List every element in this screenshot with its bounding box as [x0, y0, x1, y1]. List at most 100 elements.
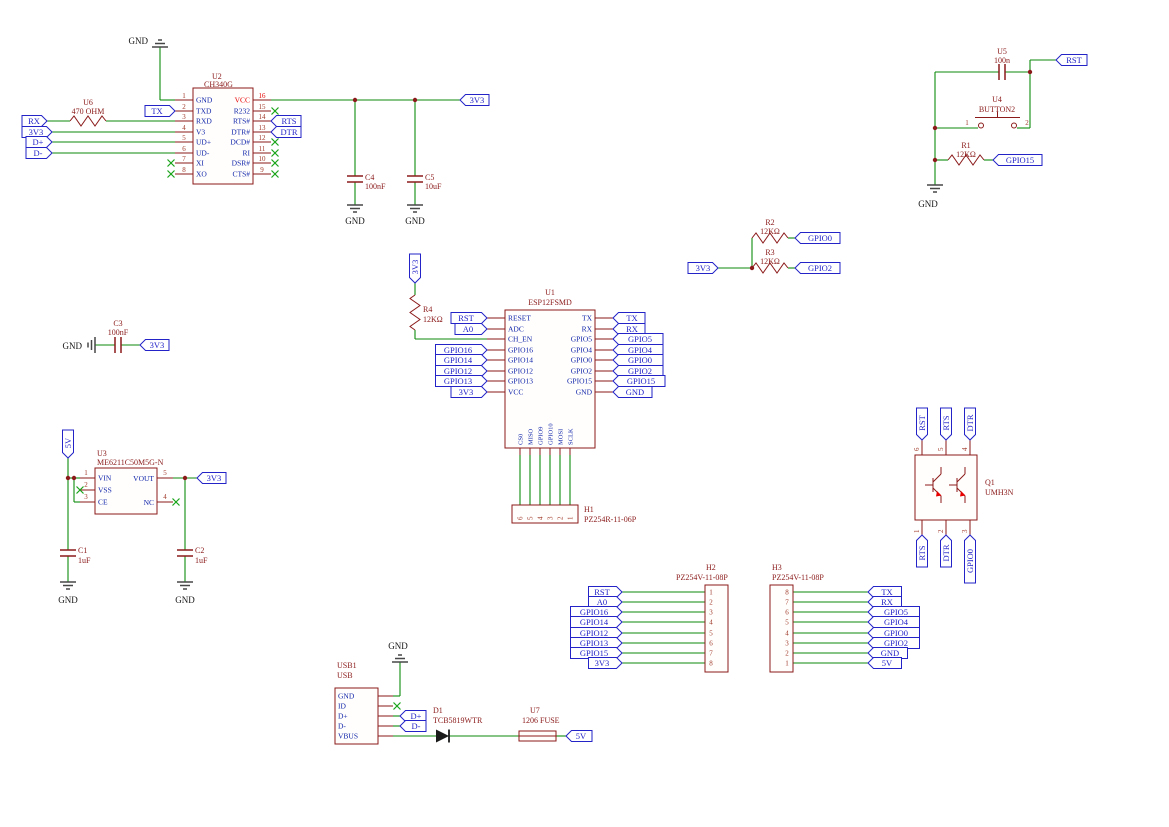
net-flag[interactable] [450, 386, 488, 398]
fuse-symbol-u7[interactable] [518, 730, 557, 742]
net-flag[interactable] [794, 232, 841, 244]
net-flag[interactable] [588, 657, 623, 669]
net-flag[interactable] [867, 637, 920, 649]
net-flag[interactable] [196, 472, 227, 484]
net-flag[interactable] [867, 616, 920, 628]
net-flag[interactable] [570, 627, 623, 639]
gnd-label: GND [129, 36, 149, 46]
net-flag[interactable] [612, 312, 646, 324]
pin-number: 3 [182, 113, 186, 121]
net-label-gpio0: GPIO0 [965, 549, 975, 573]
capacitor-symbol-c3[interactable] [114, 337, 122, 353]
net-flag[interactable] [570, 637, 623, 649]
net-flag[interactable] [25, 147, 53, 159]
net-flag[interactable] [21, 126, 53, 138]
net-flag[interactable] [450, 312, 488, 324]
net-flag[interactable] [612, 375, 666, 387]
net-flag[interactable] [588, 586, 623, 598]
net-flag[interactable] [25, 136, 53, 148]
resistor-symbol-r1[interactable] [947, 154, 985, 166]
usb1-body[interactable] [334, 687, 379, 745]
net-label: GPIO13 [580, 638, 608, 648]
wires-u2[interactable] [47, 47, 460, 205]
diode-symbol-d1[interactable] [436, 729, 450, 743]
net-flag[interactable] [21, 115, 48, 127]
net-flag[interactable] [867, 596, 902, 608]
net-flag[interactable] [1055, 54, 1088, 66]
net-flag[interactable] [459, 94, 490, 106]
net-flag[interactable] [687, 262, 719, 274]
net-flag[interactable] [570, 616, 623, 628]
net-flag[interactable] [570, 647, 623, 659]
q1-body[interactable] [914, 454, 978, 521]
wires-usb[interactable] [393, 662, 566, 737]
net-flag[interactable] [270, 126, 302, 138]
net-flag[interactable] [612, 323, 646, 335]
net-flag[interactable] [612, 333, 664, 345]
net-flag[interactable] [565, 730, 593, 742]
net-flag[interactable] [399, 720, 427, 732]
net-label-gnd: GND [626, 387, 644, 397]
net-flag[interactable] [940, 407, 952, 441]
net-flag[interactable] [867, 657, 902, 669]
net-flag[interactable] [62, 429, 74, 459]
h2-body[interactable] [704, 584, 729, 673]
h1-body[interactable] [511, 504, 579, 524]
capacitor-symbol-c2[interactable] [177, 549, 193, 557]
h3-body[interactable] [769, 584, 794, 673]
net-flag[interactable] [588, 596, 623, 608]
capacitor-symbol-c1[interactable] [60, 549, 76, 557]
pin-number: 5 [709, 630, 713, 638]
net-flag[interactable] [435, 375, 488, 387]
pin-number: 2 [937, 529, 945, 533]
pushbutton-symbol-u4[interactable] [975, 111, 1020, 129]
resistor-symbol-u6[interactable] [69, 115, 107, 127]
net-label-3v3: 3V3 [410, 260, 420, 275]
net-flag[interactable] [867, 647, 908, 659]
net-flag[interactable] [794, 262, 841, 274]
net-flag[interactable] [409, 253, 421, 284]
net-flag[interactable] [916, 534, 928, 568]
net-flag[interactable] [435, 354, 488, 366]
u3-body[interactable] [94, 467, 158, 515]
resistor-symbol-r4[interactable] [409, 294, 421, 331]
net-flag[interactable] [612, 386, 653, 398]
net-flag[interactable] [570, 606, 623, 618]
net-flag[interactable] [992, 154, 1043, 166]
net-flag[interactable] [964, 534, 976, 584]
capacitor-symbol-c5[interactable] [407, 175, 423, 183]
usb1-pin-stubs [378, 695, 393, 737]
u2-body[interactable] [192, 87, 254, 185]
net-label-dplus: D+ [411, 711, 422, 721]
wires-headers[interactable] [622, 591, 868, 664]
pin-name: GPIO14 [508, 356, 533, 365]
net-flag[interactable] [399, 710, 427, 722]
capacitor-symbol-u5[interactable] [998, 64, 1006, 80]
transistor-symbol [949, 467, 966, 503]
net-flag[interactable] [139, 339, 170, 351]
net-flag[interactable] [867, 586, 902, 598]
wires-reset[interactable] [934, 59, 1056, 185]
net-flag[interactable] [454, 323, 488, 335]
net-flag[interactable] [435, 365, 488, 377]
wires-u1[interactable] [414, 283, 571, 505]
pin-number: 13 [259, 124, 267, 132]
net-flag[interactable] [964, 407, 976, 441]
net-flag[interactable] [612, 365, 664, 377]
pin-name: MOSI [558, 429, 565, 445]
net-flag[interactable] [940, 534, 952, 568]
net-flag[interactable] [435, 344, 488, 356]
net-flag[interactable] [270, 115, 302, 127]
u1-body[interactable] [504, 309, 596, 449]
resistor-symbol-r2[interactable] [751, 232, 789, 244]
net-flag[interactable] [867, 627, 920, 639]
net-flag[interactable] [144, 105, 176, 117]
net-flag[interactable] [867, 606, 920, 618]
net-flag[interactable] [916, 407, 928, 441]
capacitor-symbol-c4[interactable] [347, 175, 363, 183]
wires-pullups[interactable] [718, 237, 795, 269]
resistor-symbol-r3[interactable] [751, 262, 789, 274]
net-flag[interactable] [612, 354, 664, 366]
net-flag[interactable] [612, 344, 664, 356]
